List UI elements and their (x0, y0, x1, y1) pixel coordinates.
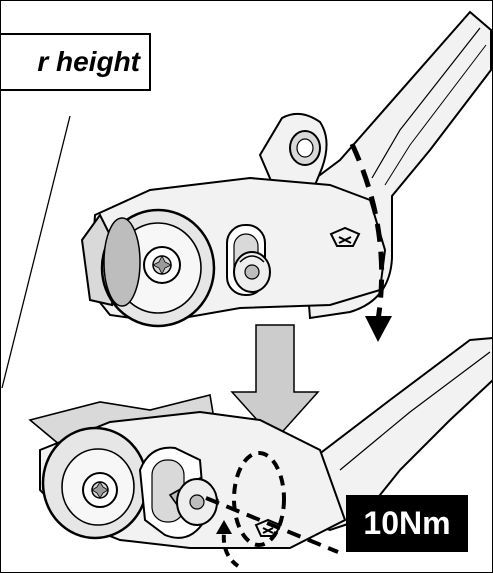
torque-badge: 10Nm (346, 495, 468, 552)
rotation-arrow-icon (349, 142, 392, 342)
top-lever-assembly (80, 10, 492, 328)
brand-logo-icon (329, 226, 361, 247)
step-down-arrow-icon (230, 324, 320, 442)
torx-screw-icon (143, 246, 181, 284)
torx-screw-bottom-icon (82, 472, 118, 508)
highlight-ellipse (232, 451, 286, 547)
alignment-dashed-line (205, 496, 339, 554)
callout-text: r height (37, 46, 140, 77)
leader-line (1, 115, 71, 389)
small-rotation-arrow-icon (216, 520, 240, 568)
callout-box: r height (0, 33, 151, 91)
brand-logo-icon-bottom (254, 518, 282, 537)
top-small-screw (233, 251, 271, 293)
